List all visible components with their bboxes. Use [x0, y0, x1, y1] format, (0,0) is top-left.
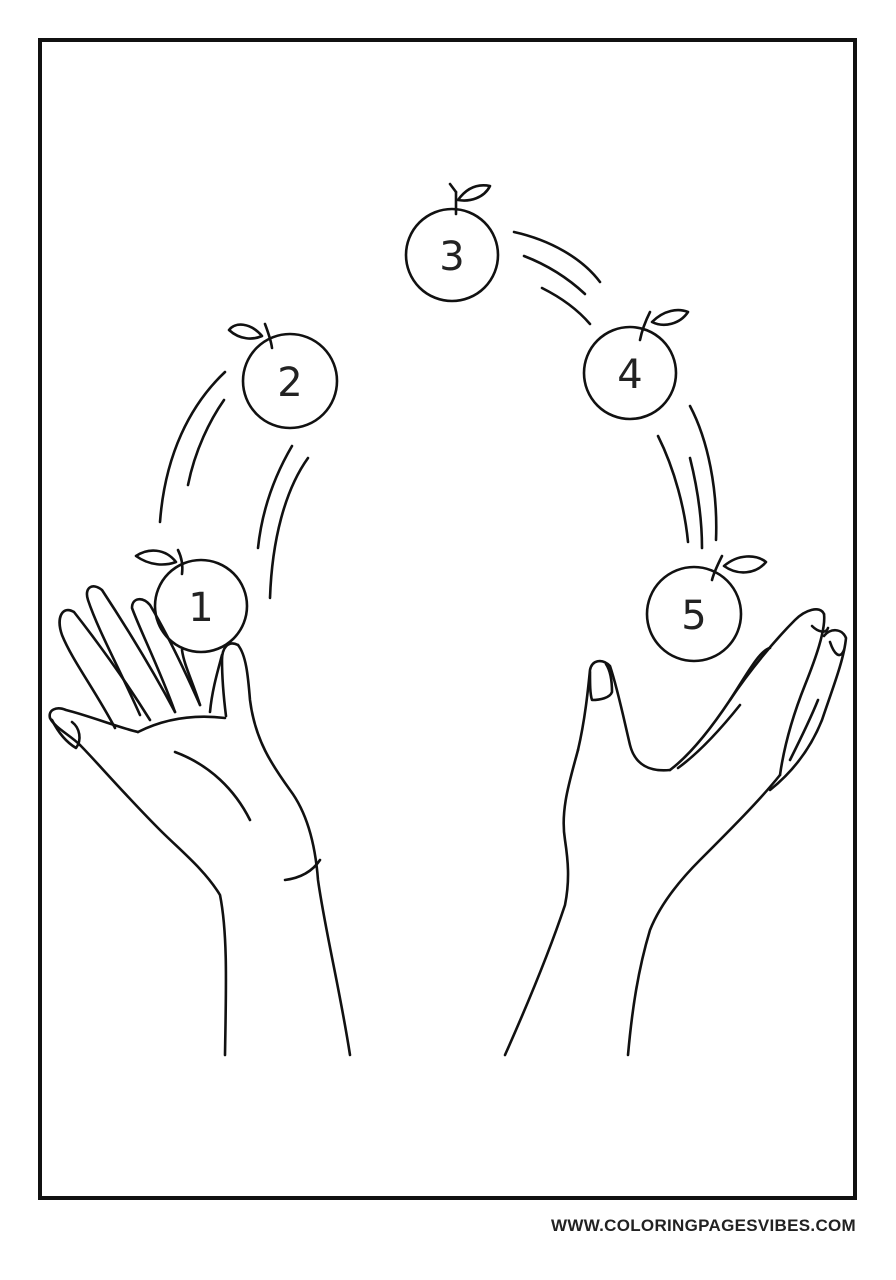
left-hand — [48, 585, 352, 1057]
apple-5-number: 5 — [681, 593, 706, 639]
apple-3-number: 3 — [439, 234, 464, 280]
page-border — [38, 38, 857, 1200]
apple-2 — [227, 322, 339, 430]
apple-1 — [134, 548, 249, 654]
motion-lines-3-to-4 — [512, 230, 602, 326]
apple-numbers: 1 2 3 4 5 — [188, 234, 706, 639]
apple-3 — [404, 182, 500, 303]
apple-1-number: 1 — [188, 585, 213, 631]
motion-lines-1-to-2 — [158, 370, 310, 600]
apple-5 — [645, 554, 768, 663]
apple-4 — [582, 308, 690, 421]
website-watermark: WWW.COLORINGPAGESVIBES.COM — [551, 1216, 856, 1235]
motion-lines-4-to-5 — [656, 404, 718, 550]
right-hand — [503, 608, 848, 1057]
apple-4-number: 4 — [617, 352, 642, 398]
apple-2-number: 2 — [277, 360, 302, 406]
